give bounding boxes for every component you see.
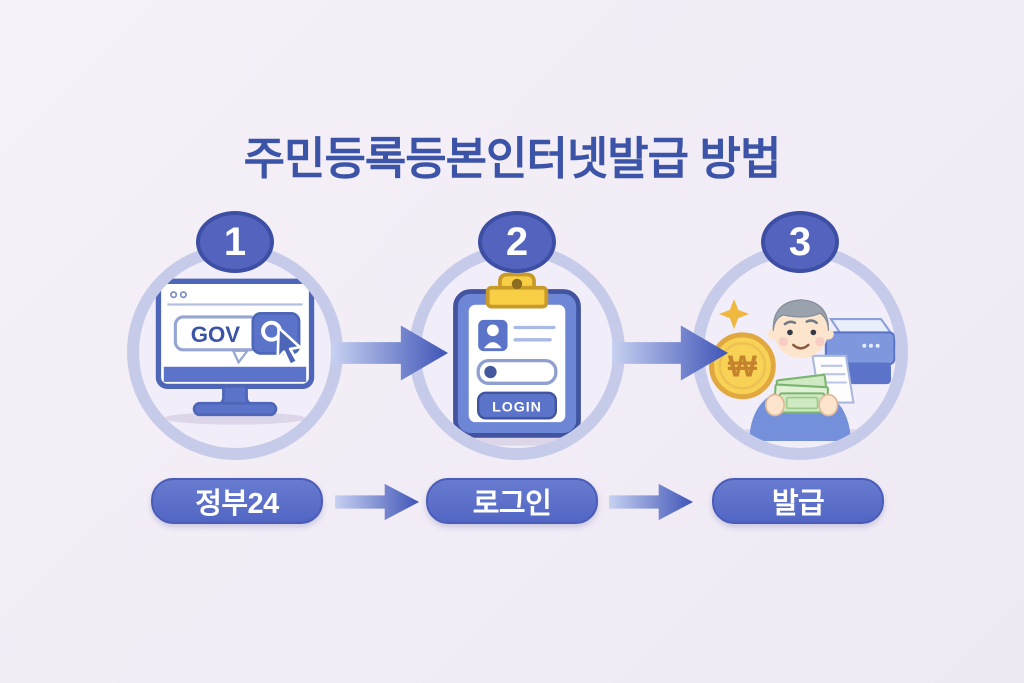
step3-number: 3 [788,219,812,264]
step3-number-badge: 3 [761,211,839,273]
blush [815,336,825,346]
browser-dot-icon [170,291,178,299]
step2-number: 2 [505,219,529,264]
eye [810,329,817,335]
flow-label-gov24: 정부24 [151,478,323,524]
step1-number-badge: 1 [196,211,274,273]
printer-light [862,343,867,348]
browser-dot-icon [179,291,187,299]
clip-base [485,285,549,309]
receive-money-printer-icon: ₩ [709,298,896,442]
cursor-icon [276,326,302,367]
flow-label-issue: 발급 [712,478,884,524]
blush [778,336,788,346]
man-hair [772,298,830,331]
flow-label-text: 정부24 [195,488,279,520]
step1-number: 1 [223,219,247,264]
won-symbol: ₩ [728,348,758,383]
login-clipboard-icon: LOGIN [450,272,584,446]
printer-light [868,343,873,348]
step2-number-badge: 2 [478,211,556,273]
eyebrow [805,318,818,324]
page-title: 주민등록등본인터넷발급 방법 [243,133,782,184]
search-input-text: GOV [191,322,241,347]
flow-label-login: 로그인 [426,478,598,524]
password-input [476,359,558,386]
login-button [477,391,557,420]
gov-monitor-icon: GOV [155,279,315,425]
hand [764,393,785,416]
monitor-bottom-strip [163,367,307,383]
flow-arrow-icon [609,483,694,521]
flow-arrow-icon [335,483,420,521]
flow-arrow-icon [612,325,729,381]
flow-label-text: 로그인 [472,488,552,520]
eyebrow [783,320,797,325]
search-bubble-tail [231,349,250,365]
money-bills-icon [773,373,830,414]
hand [818,393,839,416]
printer-light [875,343,880,348]
man-face [773,302,829,358]
coin-inner-ring [718,341,767,390]
monitor-stand-neck [216,385,254,406]
eye [787,329,793,335]
flow-arrow-icon [332,325,449,381]
step3-circle-inner: ₩ [704,256,896,448]
step3-circle: ₩ [692,244,908,460]
step1-circle: GOV [127,244,343,460]
avatar-head [486,324,499,337]
monitor-stand-base [192,402,278,417]
flow-label-text: 발급 [771,488,825,520]
step1-circle-inner: GOV [139,256,331,448]
smile [792,343,810,350]
avatar-body [483,342,502,349]
sparkle-icon [719,298,750,329]
login-button-text: LOGIN [492,400,542,416]
clip-hole [511,278,523,290]
password-dot [484,365,497,379]
